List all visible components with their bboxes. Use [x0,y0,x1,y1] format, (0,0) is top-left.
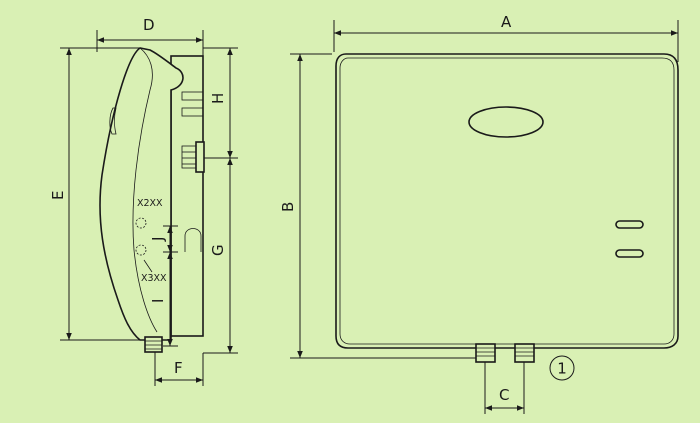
dimension-c-label: C [499,386,509,404]
callout-circle [549,355,575,381]
dimension-i-label: I [149,299,167,303]
side-body-inner-contour [132,47,158,333]
x2xx-label: X2XX [137,198,163,209]
bottom-pipe-fitting [144,336,163,353]
right-pipe-connection [514,343,535,363]
dimension-h-label: H [209,93,227,104]
fixing-point-x3xx [135,244,147,256]
dimension-b-label: B [279,202,297,212]
middle-pipe-flange [195,141,205,173]
front-view-dimensions: A B C [279,13,679,414]
callout-label: 1 [557,360,567,378]
brand-logo-plate [468,106,544,138]
side-view: X2XX X3XX [99,47,205,353]
indicator-slot-upper [615,220,644,229]
upper-pipe-connector-2 [181,107,204,117]
side-view-dimensions: D E H G J I F [49,16,238,386]
front-body-inner-edge [339,57,675,345]
dimension-g-label: G [209,244,227,256]
dimension-j-label: J [149,237,167,242]
indicator-slot-lower [615,249,644,258]
dimension-a-label: A [501,13,512,31]
dimension-f-label: F [174,359,183,377]
fixing-point-x2xx [135,217,147,229]
dimension-d-label: D [143,16,155,34]
upper-pipe-connector [181,91,204,101]
front-view: 1 [335,53,679,381]
side-mounting-plate [170,55,204,337]
x3xx-label: X3XX [141,273,167,284]
side-button-bump [109,107,117,135]
side-body-outline [99,47,184,341]
left-pipe-connection [475,343,496,363]
hanger-slot [184,228,202,252]
front-body-outline [335,53,679,349]
dimension-e-label: E [49,191,67,200]
